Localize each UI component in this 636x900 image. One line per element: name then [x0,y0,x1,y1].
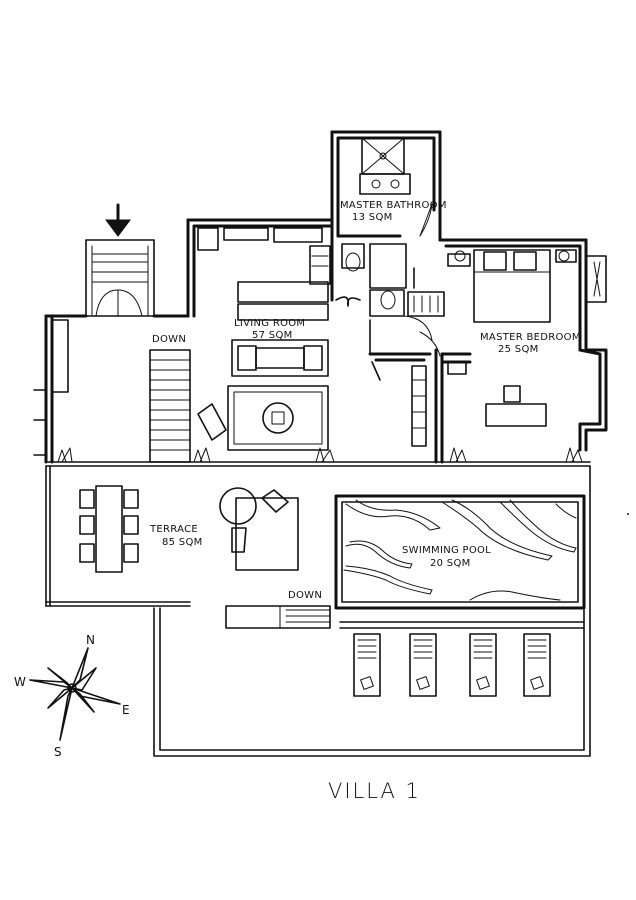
compass-west: W [14,675,26,689]
living-room-area: 57 SQM [252,330,293,341]
interior-stairs [149,349,191,463]
sun-loungers [353,633,551,697]
master-bedroom-name: MASTER BEDROOM [480,332,581,343]
master-bathroom-name: MASTER BATHROOM [340,200,447,211]
swimming-pool-name: SWIMMING POOL [402,545,491,556]
master-bathroom-area: 13 SQM [352,212,393,223]
compass-south: S [54,745,62,759]
master-bedroom [413,249,577,427]
entrance-arrow-icon [105,203,131,237]
entrance-steps [85,239,155,317]
garden-deck [153,465,591,757]
compass-north: N [86,633,95,647]
planters [57,447,583,463]
page-title: VILLA 1 [328,779,421,803]
terrace-area: 85 SQM [162,537,203,548]
compass-rose-icon [29,647,121,741]
compass-east: E [122,703,130,717]
stairs-down-upper: DOWN [152,334,186,345]
living-room [197,227,445,464]
terrace-name: TERRACE [149,524,198,535]
stairs-down-lower: DOWN [288,590,322,601]
swimming-pool [334,494,586,610]
swimming-pool-area: 20 SQM [430,558,471,569]
master-bathroom [359,137,433,237]
master-bedroom-area: 25 SQM [498,344,539,355]
terrace-steps [225,605,331,629]
terrace [45,461,591,607]
living-room-name: LIVING ROOM [234,318,305,329]
exterior-walls [44,130,608,464]
